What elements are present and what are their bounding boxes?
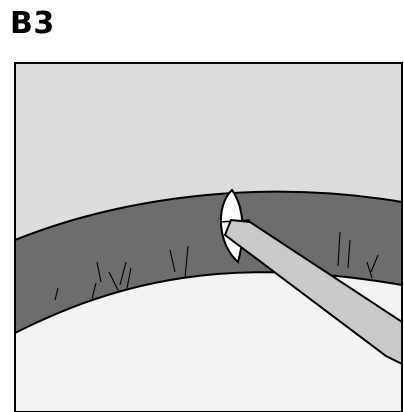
illustration	[0, 0, 404, 412]
instruction-panel: B3	[0, 0, 404, 412]
